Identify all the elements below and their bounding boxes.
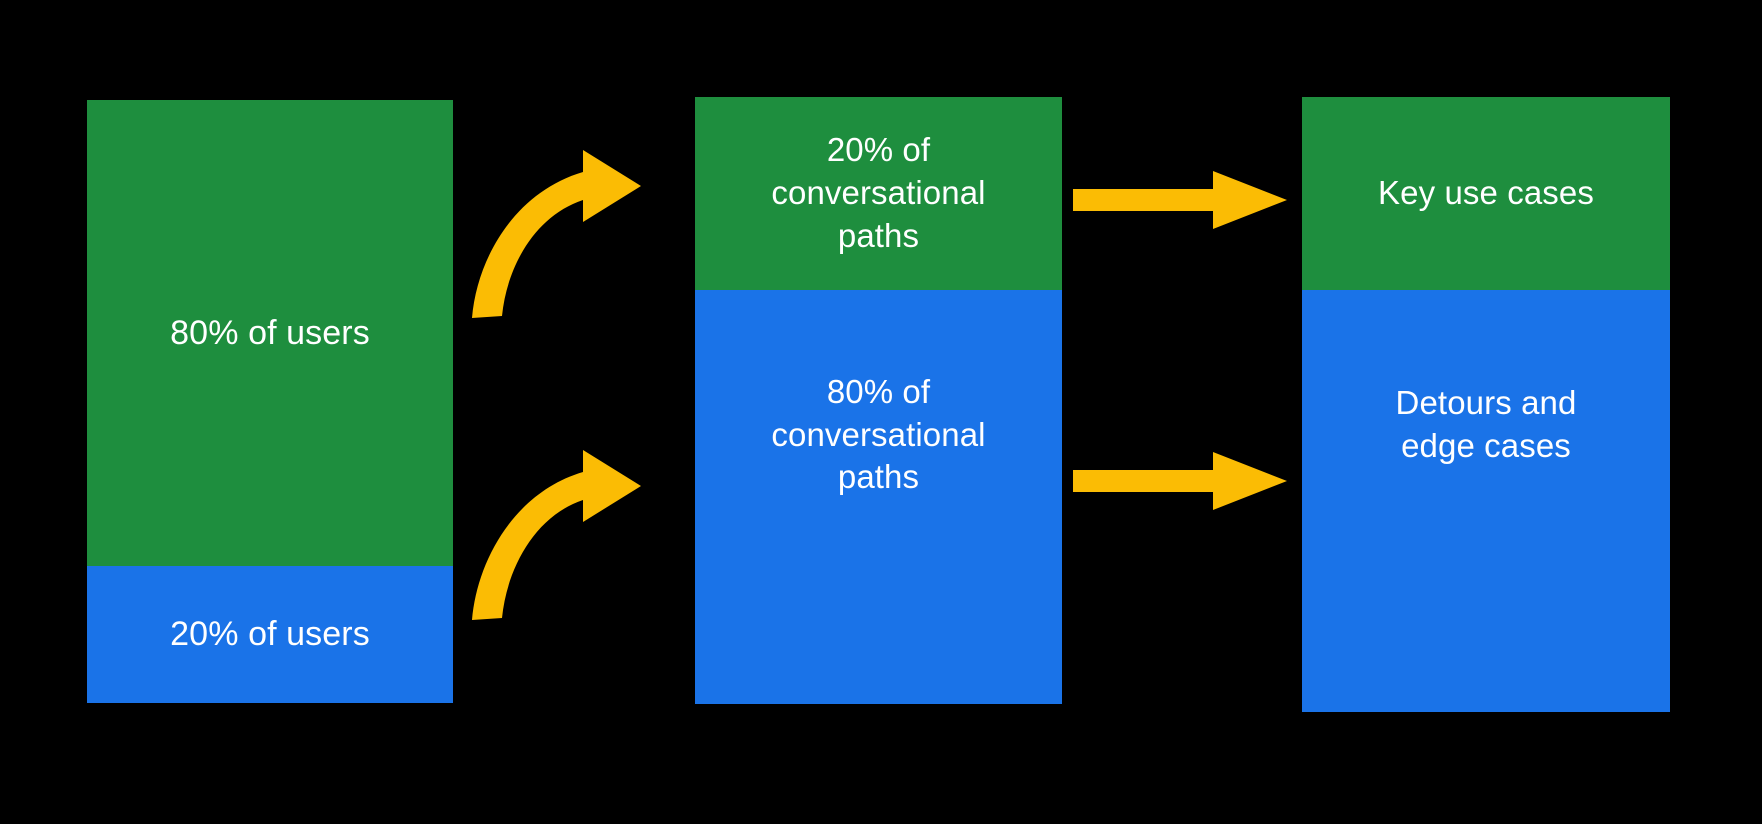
straight-arrow-right-lower-icon (1073, 452, 1287, 510)
segment-key-use-cases[interactable]: Key use cases (1302, 97, 1670, 290)
curved-arrow-up-lower-icon (472, 450, 641, 620)
users-column: 80% of users 20% of users (87, 100, 453, 703)
straight-arrow-right-icon (1073, 171, 1287, 229)
use-cases-column: Key use cases Detours and edge cases (1302, 97, 1670, 712)
segment-label-80-percent-paths: 80% of conversational paths (771, 372, 986, 496)
segment-label-key-use-cases: Key use cases (1378, 174, 1594, 212)
segment-label-80-percent-users: 80% of users (170, 313, 370, 352)
segment-label-detours-edge-cases: Detours and edge cases (1395, 384, 1577, 464)
curved-arrow-up-icon (472, 150, 641, 318)
segment-20-percent-paths[interactable]: 20% of conversational paths (695, 97, 1062, 290)
segment-label-20-percent-paths: 20% of conversational paths (771, 131, 986, 254)
segment-80-percent-paths[interactable]: 80% of conversational paths (695, 290, 1062, 704)
segment-label-20-percent-users: 20% of users (170, 615, 370, 654)
conversational-paths-column: 20% of conversational paths 80% of conve… (695, 97, 1062, 704)
segment-20-percent-users[interactable]: 20% of users (87, 566, 453, 703)
segment-detours-edge-cases[interactable]: Detours and edge cases (1302, 290, 1670, 712)
segment-80-percent-users[interactable]: 80% of users (87, 100, 453, 566)
